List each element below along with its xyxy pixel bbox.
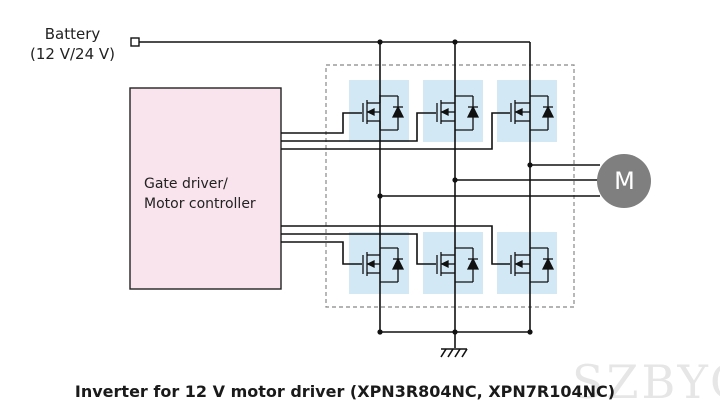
gate-driver-label-line1: Gate driver/ <box>144 176 228 192</box>
gate-driver-box <box>129 87 282 290</box>
gate-driver-label-line2: Motor controller <box>144 196 256 212</box>
mosfet-symbol-low-1 <box>362 247 405 283</box>
battery-label-line2: (12 V/24 V) <box>30 45 115 63</box>
ground-icon <box>440 348 468 358</box>
mosfet-symbol-high-2 <box>436 95 480 131</box>
mosfet-symbols <box>362 95 555 283</box>
junction-dots <box>377 39 533 335</box>
battery-terminal <box>130 37 140 47</box>
battery-label-line1: Battery <box>44 25 101 43</box>
gate-driver-label: Gate driver/ Motor controller <box>144 174 256 214</box>
mosfet-symbol-low-2 <box>436 247 480 283</box>
diagram-caption: Inverter for 12 V motor driver (XPN3R804… <box>74 382 616 401</box>
mosfet-symbol-high-3 <box>510 95 555 131</box>
motor-icon <box>597 154 651 208</box>
watermark: SZBYC <box>572 355 720 409</box>
motor-label: M <box>614 167 635 195</box>
mosfet-symbol-high-1 <box>362 95 405 131</box>
battery-label: Battery (12 V/24 V) <box>20 24 125 64</box>
mosfet-symbol-low-3 <box>510 247 555 283</box>
circuit-wires <box>139 41 600 348</box>
